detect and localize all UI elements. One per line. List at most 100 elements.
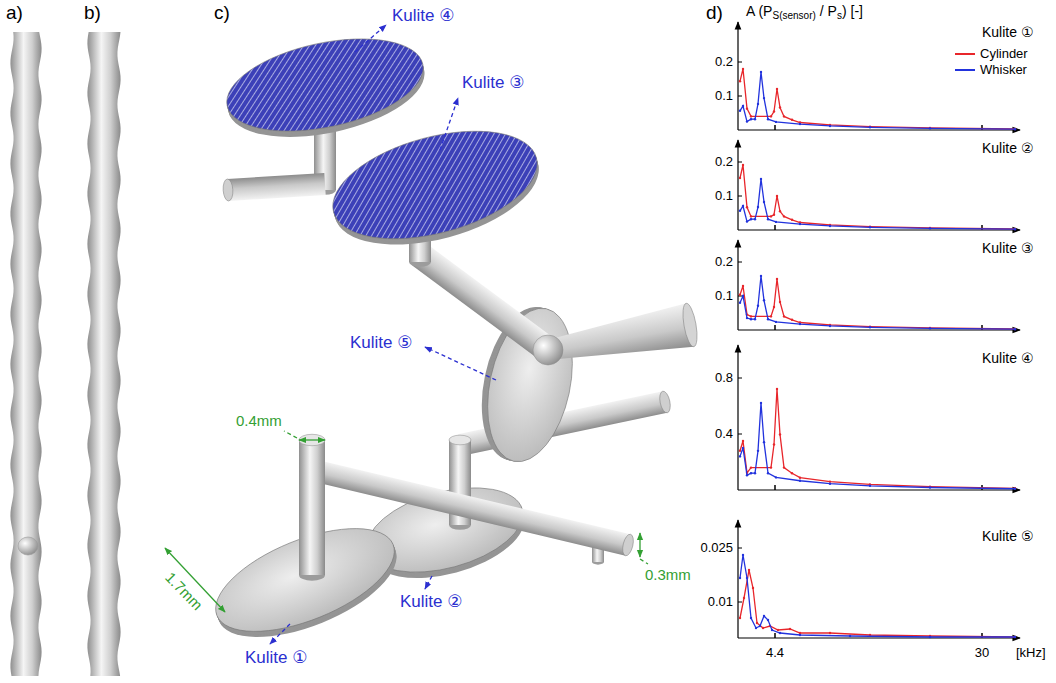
data-point	[770, 315, 772, 317]
tick-label: 0.2	[715, 55, 733, 70]
data-point	[929, 127, 931, 129]
spectra	[738, 22, 1020, 638]
data-point	[775, 121, 777, 123]
data-point	[783, 315, 785, 317]
data-point	[757, 450, 759, 452]
data-point	[742, 105, 744, 107]
disc-face	[321, 111, 549, 258]
data-point	[767, 472, 769, 474]
legend-swatch	[955, 53, 975, 55]
data-point	[1014, 128, 1016, 130]
data-point	[746, 474, 748, 476]
data-point	[746, 107, 748, 109]
plot-title: Kulite ③	[982, 240, 1033, 256]
sensor-label: Kulite ①	[245, 648, 308, 668]
data-point	[743, 597, 745, 599]
cylinder-body	[299, 440, 325, 575]
data-point	[742, 447, 744, 449]
plot-title: Kulite ①	[982, 24, 1033, 40]
dimension-arrow	[299, 439, 325, 440]
data-point	[763, 441, 765, 443]
x-axis	[738, 229, 1020, 230]
cylinder-rod	[10, 32, 41, 676]
tube	[222, 173, 325, 201]
data-point	[869, 325, 871, 327]
data-point	[770, 215, 772, 217]
dimension-leader	[640, 559, 648, 564]
whisker-rod	[87, 32, 120, 676]
data-point	[779, 301, 781, 303]
axis-title-part: A (P	[746, 3, 772, 19]
tick-label: 0.1	[715, 289, 733, 304]
data-point	[750, 318, 752, 320]
data-point	[775, 221, 777, 223]
sensor-label: Kulite ②	[400, 592, 463, 612]
data-point	[739, 577, 741, 579]
data-point	[1014, 228, 1016, 230]
data-point	[757, 206, 759, 208]
data-point	[869, 485, 871, 487]
y-tick	[738, 262, 742, 263]
x-tick	[774, 633, 776, 638]
x-tick	[774, 125, 776, 130]
sensor-leader	[440, 98, 458, 150]
data-point	[929, 635, 931, 637]
tick-label: 0.8	[715, 371, 733, 386]
data-point	[770, 115, 772, 117]
plot-title: Kulite ⑤	[982, 528, 1033, 544]
data-point	[775, 321, 777, 323]
data-point	[750, 218, 752, 220]
data-point	[1014, 487, 1016, 489]
data-point	[789, 628, 791, 630]
x-tick	[774, 325, 776, 330]
sensor-disc-hatched	[218, 23, 432, 153]
data-point	[791, 472, 793, 474]
y-axis	[737, 520, 738, 638]
x-tick	[774, 485, 776, 490]
data-point	[760, 71, 762, 73]
data-point	[829, 632, 831, 634]
data-point	[869, 326, 871, 328]
data-point	[775, 476, 777, 478]
data-point	[869, 226, 871, 228]
legend-entry: Cylinder	[955, 46, 1028, 61]
x-axis	[738, 129, 1020, 130]
tube-end	[658, 390, 672, 414]
axis-title: A (PS(sensor)/ Ps) [-]	[746, 3, 863, 22]
data-point	[776, 278, 778, 280]
legend-label: Whisker	[980, 62, 1027, 77]
data-point	[739, 294, 741, 296]
data-point	[756, 622, 758, 624]
data-point	[791, 119, 793, 121]
tick-label: 0.2	[715, 155, 733, 170]
data-point	[746, 317, 748, 319]
data-point	[762, 627, 764, 629]
data-point	[770, 466, 772, 468]
axis-unit: [kHz]	[1016, 646, 1046, 661]
data-point	[869, 126, 871, 128]
data-point	[783, 115, 785, 117]
data-point	[799, 476, 801, 478]
data-point	[929, 327, 931, 329]
data-point	[750, 215, 752, 217]
sensor-label: Kulite ④	[392, 6, 455, 26]
tube-end	[222, 179, 233, 202]
data-point	[763, 299, 765, 301]
data-point	[776, 195, 778, 197]
cylinder-top	[449, 435, 471, 445]
axis-title-part: ) [-]	[842, 3, 863, 19]
y-tick	[738, 378, 742, 379]
tick-label: 0.025	[700, 541, 733, 556]
panel-letter: b)	[84, 2, 101, 24]
data-point	[754, 318, 756, 320]
cylinder-spectrum	[740, 69, 1015, 129]
data-point	[752, 587, 754, 589]
data-point	[849, 635, 851, 637]
x-tick	[774, 225, 776, 230]
data-point	[750, 466, 752, 468]
data-point	[742, 285, 744, 287]
panel-letter: c)	[214, 2, 230, 24]
data-point	[757, 103, 759, 105]
data-point	[1014, 488, 1016, 490]
data-point	[929, 485, 931, 487]
